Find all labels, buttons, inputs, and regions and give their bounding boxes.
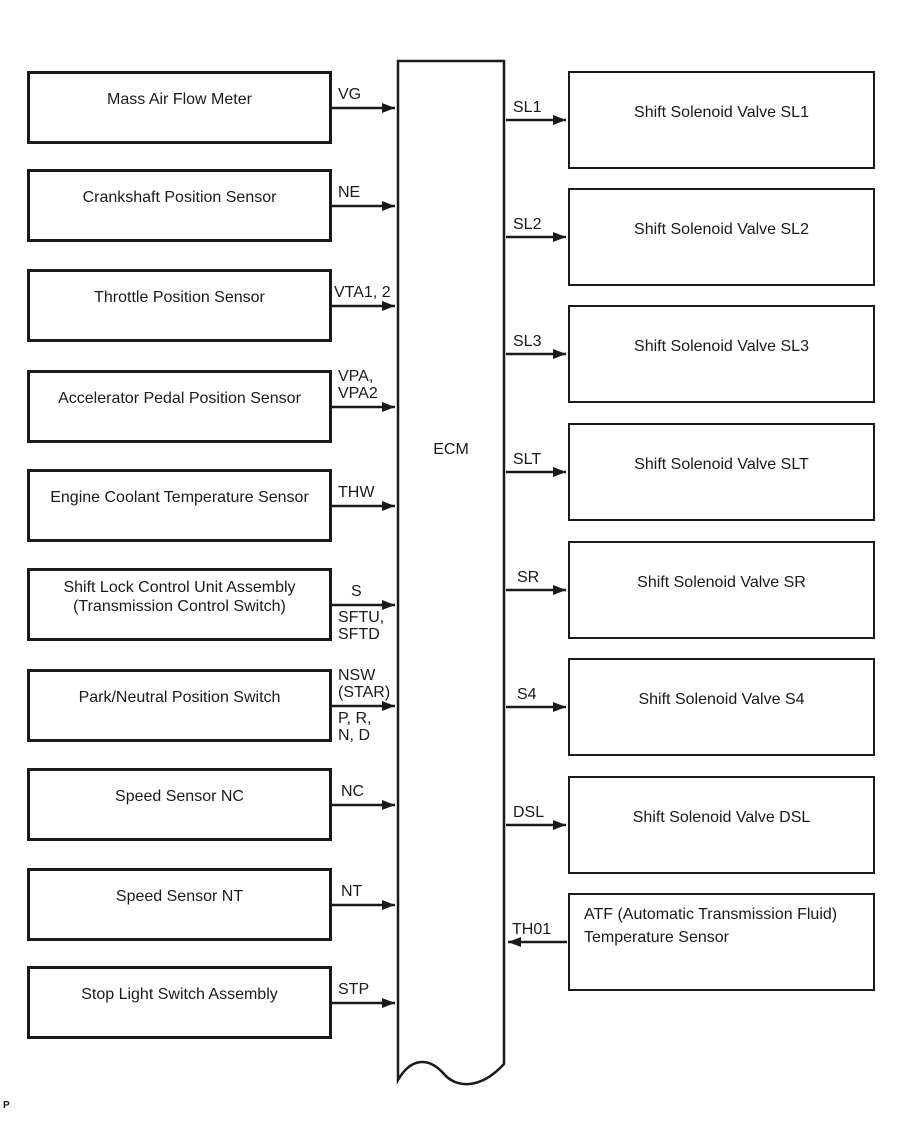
box-label: Shift Solenoid Valve S4 (638, 691, 805, 708)
signal-label-dsl: DSL (513, 804, 545, 821)
signal-label-thw: THW (338, 484, 375, 501)
output-box-shift-solenoid-valve-sl1: Shift Solenoid Valve SL1 (568, 71, 875, 169)
signal-label-nsw-star: NSW (STAR) (338, 667, 391, 701)
signal-label-nt: NT (341, 883, 363, 900)
input-arrows (332, 103, 395, 1008)
ecm-label: ECM (433, 441, 469, 458)
output-box-shift-solenoid-valve-slt: Shift Solenoid Valve SLT (568, 423, 875, 521)
signal-label-slt: SLT (513, 451, 542, 468)
ecm-box (396, 59, 506, 1086)
box-label: Speed Sensor NT (115, 888, 244, 905)
signal-label-sl3: SL3 (513, 333, 542, 350)
box-label: Mass Air Flow Meter (107, 91, 252, 108)
signal-label-sr: SR (517, 569, 540, 586)
box-label: Shift Solenoid Valve SL1 (634, 104, 809, 121)
input-box-park-neutral-position-switch: Park/Neutral Position Switch (27, 669, 332, 742)
input-box-atf-temperature-sensor: ATF (Automatic Transmission Fluid) Tempe… (568, 893, 875, 991)
signal-label-sl1: SL1 (513, 99, 542, 116)
signal-label-prnd: P, R, N, D (338, 710, 372, 744)
output-box-shift-solenoid-valve-dsl: Shift Solenoid Valve DSL (568, 776, 875, 874)
box-label: Stop Light Switch Assembly (81, 986, 278, 1003)
output-arrows (506, 115, 567, 947)
signal-label-sftu-sftd: SFTU, SFTD (338, 609, 385, 643)
box-label: Shift Lock Control Unit Assembly (Transm… (63, 578, 296, 615)
input-box-crankshaft-position-sensor: Crankshaft Position Sensor (27, 169, 332, 242)
box-label: Park/Neutral Position Switch (78, 689, 281, 706)
signal-label-vg: VG (338, 86, 362, 103)
signal-label-vpa: VPA, VPA2 (338, 368, 378, 402)
signal-label-s4: S4 (517, 686, 537, 703)
box-label: Shift Solenoid Valve SL3 (634, 338, 809, 355)
input-box-stop-light-switch-assembly: Stop Light Switch Assembly (27, 966, 332, 1039)
output-box-shift-solenoid-valve-s4: Shift Solenoid Valve S4 (568, 658, 875, 756)
box-label: Speed Sensor NC (115, 788, 244, 805)
input-box-engine-coolant-temperature-sensor: Engine Coolant Temperature Sensor (27, 469, 332, 542)
signal-label-ne: NE (338, 184, 361, 201)
box-label: Shift Solenoid Valve DSL (632, 809, 811, 826)
box-label: ATF (Automatic Transmission Fluid) Tempe… (584, 906, 838, 946)
input-box-speed-sensor-nt: Speed Sensor NT (27, 868, 332, 941)
output-box-shift-solenoid-valve-sr: Shift Solenoid Valve SR (568, 541, 875, 639)
output-box-shift-solenoid-valve-sl2: Shift Solenoid Valve SL2 (568, 188, 875, 286)
input-box-shift-lock-control-unit-assembly: Shift Lock Control Unit Assembly (Transm… (27, 568, 332, 641)
box-label: Engine Coolant Temperature Sensor (50, 489, 309, 506)
signal-label-th01: TH01 (512, 921, 552, 938)
input-box-accelerator-pedal-position-sensor: Accelerator Pedal Position Sensor (27, 370, 332, 443)
box-label: Accelerator Pedal Position Sensor (58, 390, 301, 407)
output-box-shift-solenoid-valve-sl3: Shift Solenoid Valve SL3 (568, 305, 875, 403)
signal-label-s: S (351, 583, 362, 600)
signal-label-vta: VTA1, 2 (334, 284, 391, 301)
signal-label-nc: NC (341, 783, 365, 800)
input-box-mass-air-flow-meter: Mass Air Flow Meter (27, 71, 332, 144)
signal-label-stp: STP (338, 981, 370, 998)
box-label: Throttle Position Sensor (94, 289, 265, 306)
signal-label-sl2: SL2 (513, 216, 542, 233)
box-label: Shift Solenoid Valve SR (637, 574, 806, 591)
box-label: Shift Solenoid Valve SLT (634, 456, 809, 473)
input-box-throttle-position-sensor: Throttle Position Sensor (27, 269, 332, 342)
box-label: Crankshaft Position Sensor (82, 189, 277, 206)
box-label: Shift Solenoid Valve SL2 (634, 221, 809, 238)
footer-text: P (3, 1100, 10, 1111)
input-box-speed-sensor-nc: Speed Sensor NC (27, 768, 332, 841)
